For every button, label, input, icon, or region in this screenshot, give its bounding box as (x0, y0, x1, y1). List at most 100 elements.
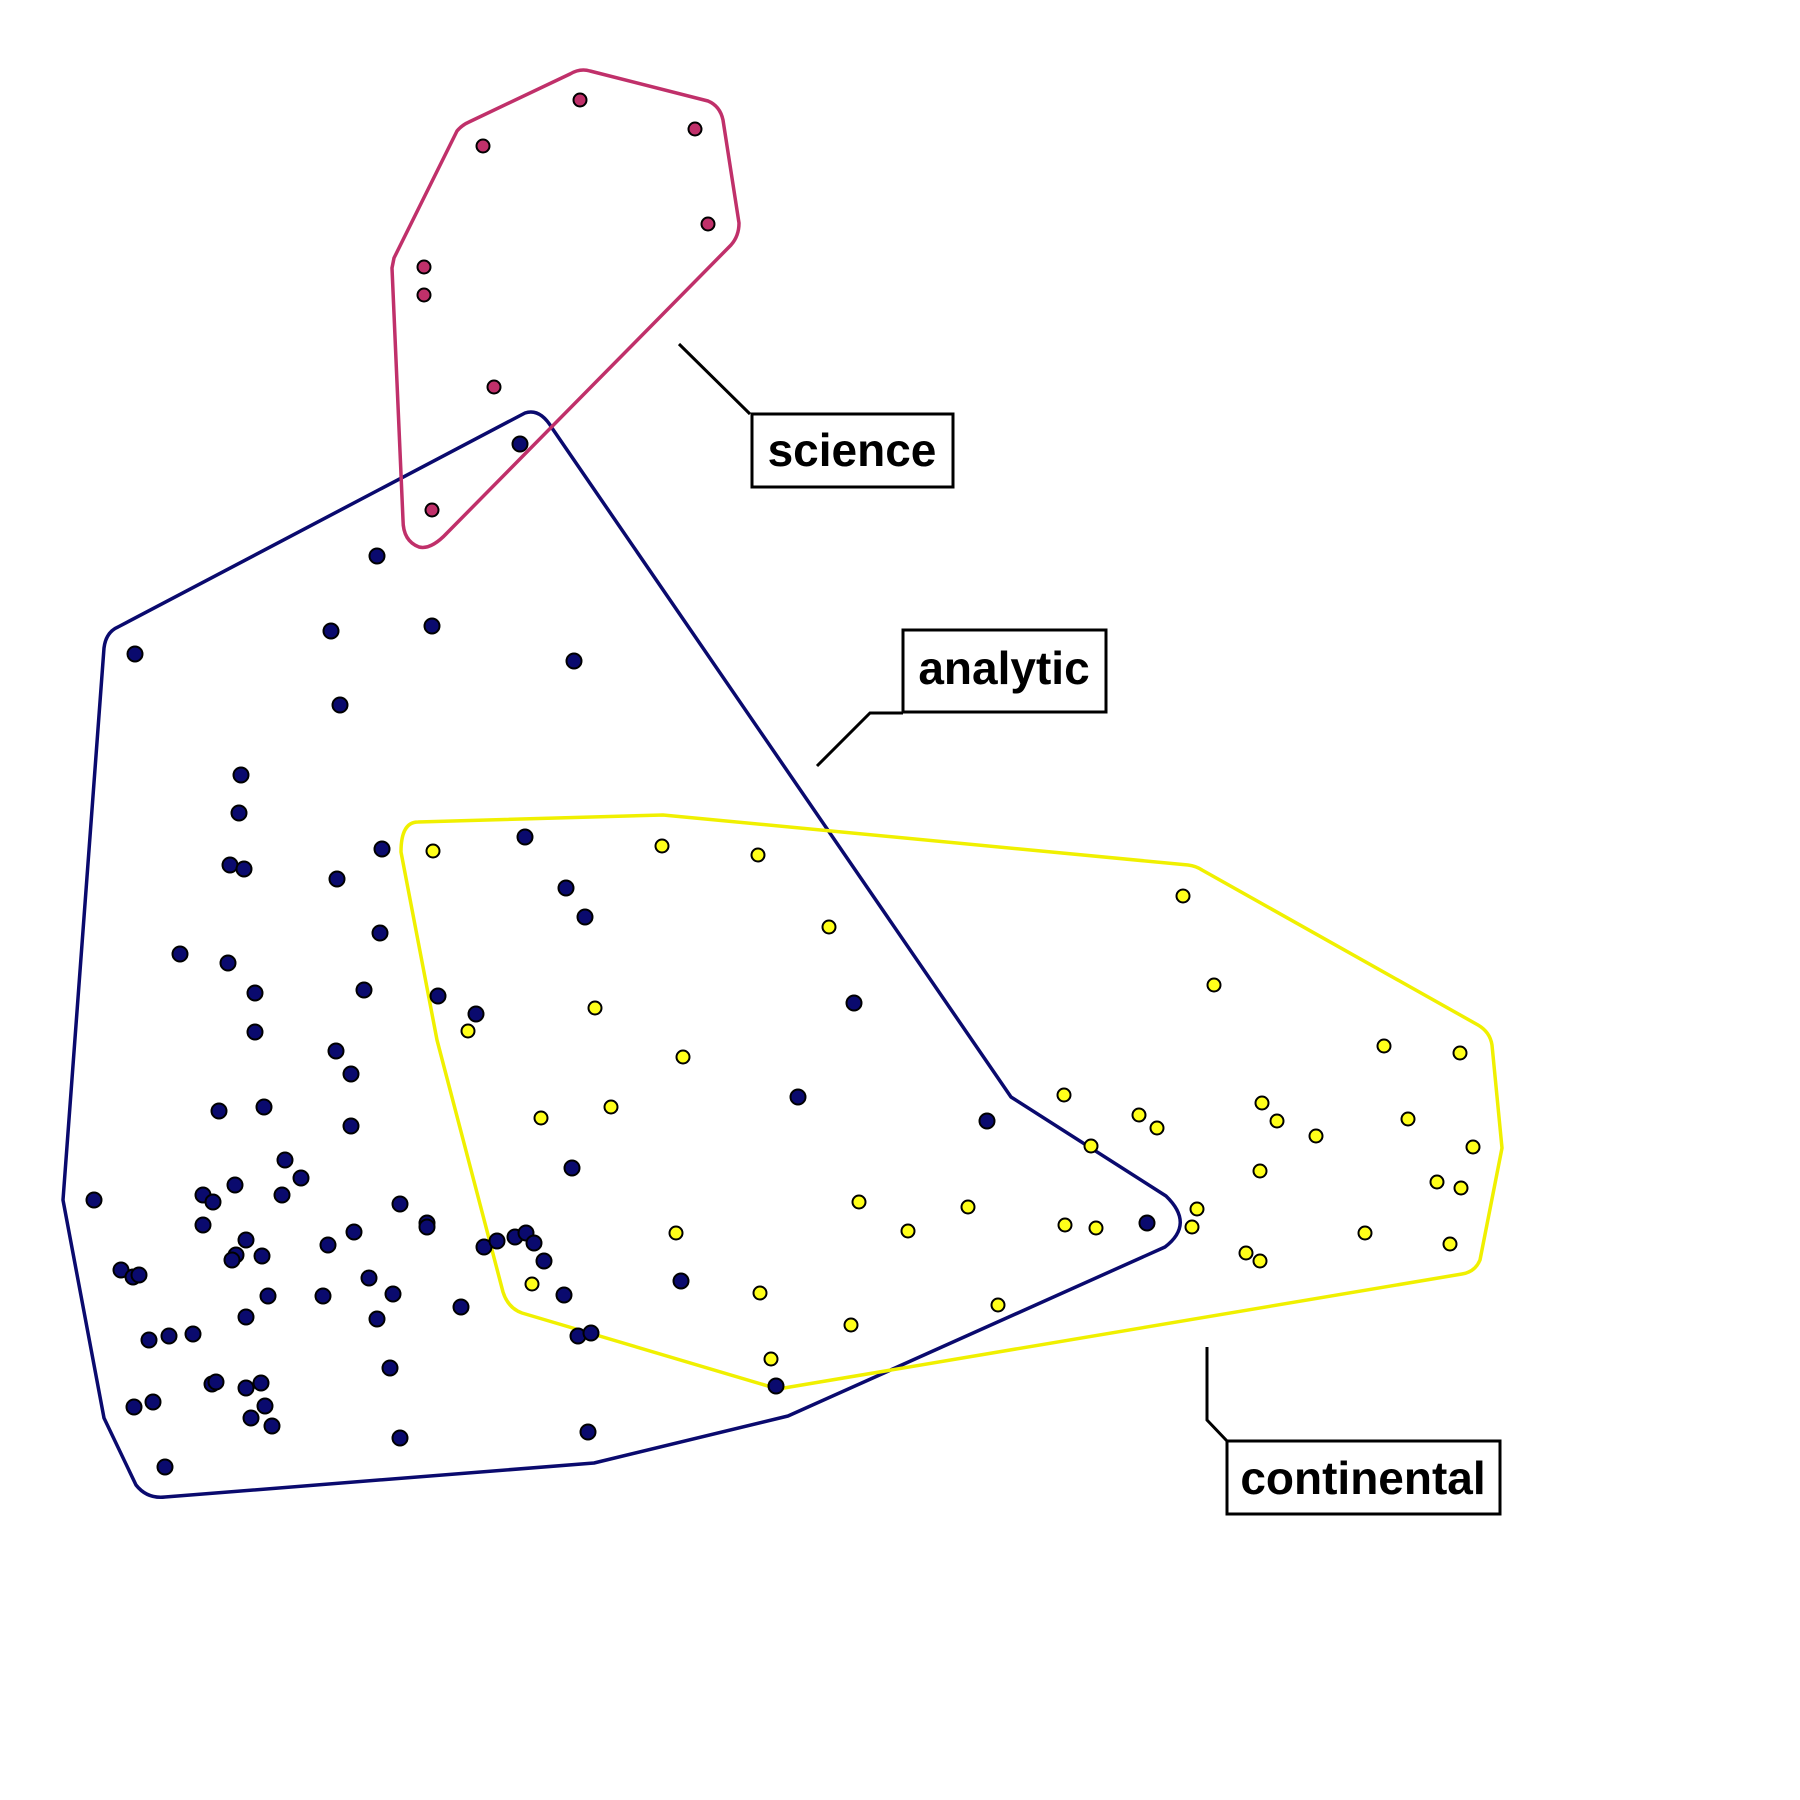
analytic-point (210, 1102, 228, 1120)
continental-point (524, 1276, 540, 1292)
analytic-point (368, 547, 386, 565)
analytic-point (327, 1042, 345, 1060)
continental-points (425, 838, 1481, 1367)
analytic-point (273, 1186, 291, 1204)
continental-point (960, 1199, 976, 1215)
analytic-point (259, 1287, 277, 1305)
analytic-point (1138, 1214, 1156, 1232)
continental-point (1442, 1236, 1458, 1252)
analytic-point (292, 1169, 310, 1187)
analytic-point (557, 879, 575, 897)
continental-point (763, 1351, 779, 1367)
continental-point (1400, 1111, 1416, 1127)
analytic-point (342, 1117, 360, 1135)
continental-point (1254, 1095, 1270, 1111)
continental-point (675, 1049, 691, 1065)
analytic-point (226, 1176, 244, 1194)
analytic-point (237, 1308, 255, 1326)
continental-point (1308, 1128, 1324, 1144)
analytic-point (467, 1005, 485, 1023)
analytic-point (978, 1112, 996, 1130)
science-point (572, 92, 588, 108)
science-point (687, 121, 703, 137)
analytic-point (140, 1331, 158, 1349)
science-point (475, 138, 491, 154)
analytic-point (565, 652, 583, 670)
continental-point (1206, 977, 1222, 993)
continental-point (990, 1297, 1006, 1313)
analytic-point (845, 994, 863, 1012)
analytic-point (342, 1065, 360, 1083)
continental-point (752, 1285, 768, 1301)
analytic-point (672, 1272, 690, 1290)
continental-point (1056, 1087, 1072, 1103)
analytic-point (221, 856, 239, 874)
analytic-point (171, 945, 189, 963)
analytic-point (511, 435, 529, 453)
continental-point (668, 1225, 684, 1241)
continental-point (1083, 1138, 1099, 1154)
science-point (700, 216, 716, 232)
analytic-point (579, 1423, 597, 1441)
analytic-point (207, 1373, 225, 1391)
continental-point (460, 1023, 476, 1039)
continental-point (587, 1000, 603, 1016)
analytic-point (488, 1232, 506, 1250)
analytic-point (256, 1397, 274, 1415)
analytic-point (204, 1193, 222, 1211)
analytic-point (276, 1151, 294, 1169)
analytic-point (246, 1023, 264, 1041)
continental-point (654, 838, 670, 854)
continental-point (1057, 1217, 1073, 1233)
analytic-point (144, 1393, 162, 1411)
analytic-point (452, 1298, 470, 1316)
science-points (416, 92, 716, 518)
analytic-point (319, 1236, 337, 1254)
analytic-point (331, 696, 349, 714)
analytic-point (156, 1458, 174, 1476)
science-label-box (750, 412, 955, 489)
science-point (424, 502, 440, 518)
analytic-point (246, 984, 264, 1002)
analytic-point (314, 1287, 332, 1305)
continental-point (851, 1194, 867, 1210)
continental-point (1238, 1245, 1254, 1261)
analytic-point (130, 1266, 148, 1284)
continental-label: continental (1240, 1452, 1485, 1504)
analytic-point (576, 908, 594, 926)
analytic-point (230, 804, 248, 822)
analytic-point (219, 954, 237, 972)
continental-point (1453, 1180, 1469, 1196)
analytic-point (563, 1159, 581, 1177)
continental-point (1088, 1220, 1104, 1236)
analytic-point (381, 1359, 399, 1377)
analytic-point (223, 1251, 241, 1269)
continental-point (1184, 1219, 1200, 1235)
continental-point (1131, 1107, 1147, 1123)
analytic-point (371, 924, 389, 942)
analytic-point (789, 1088, 807, 1106)
analytic-point (418, 1218, 436, 1236)
analytic-point (235, 860, 253, 878)
science-point (486, 379, 502, 395)
analytic-point (237, 1231, 255, 1249)
science-hull (390, 68, 741, 550)
continental-point (1175, 888, 1191, 904)
science-label: science (768, 424, 937, 476)
continental-point (1252, 1163, 1268, 1179)
continental-point (1269, 1113, 1285, 1129)
analytic-point (368, 1310, 386, 1328)
analytic-point (322, 622, 340, 640)
analytic-point (194, 1216, 212, 1234)
analytic-point (582, 1324, 600, 1342)
analytic-point (360, 1269, 378, 1287)
analytic-point (328, 870, 346, 888)
continental-point (1429, 1174, 1445, 1190)
continental-point (425, 843, 441, 859)
continental-point (750, 847, 766, 863)
science-point (416, 287, 432, 303)
points-layer (85, 92, 1481, 1476)
continental-point (1376, 1038, 1392, 1054)
continental-leader-line (1205, 1347, 1229, 1443)
